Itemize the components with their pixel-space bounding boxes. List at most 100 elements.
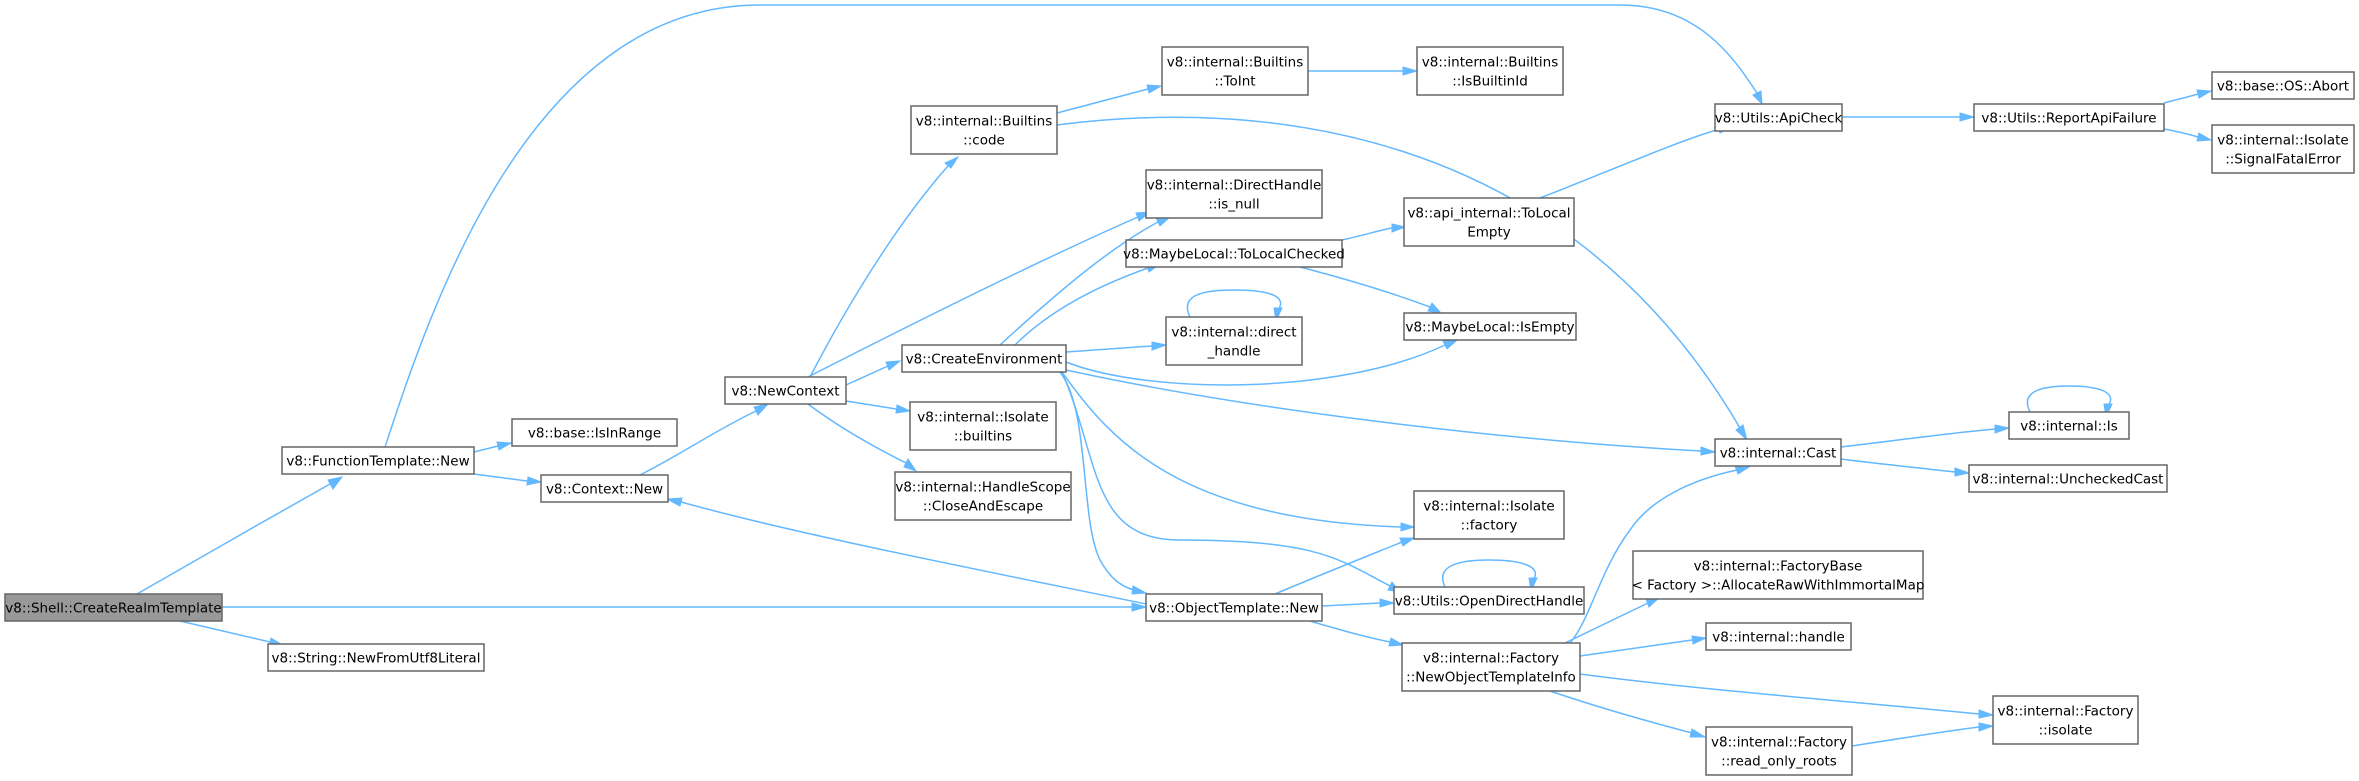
node-label-line: Empty — [1467, 225, 1511, 241]
node-label-line: v8::internal::Isolate — [2217, 133, 2348, 149]
edge-toint-to-isbuiltinid — [1308, 66, 1419, 76]
arrowhead — [1391, 223, 1407, 233]
arrowhead — [895, 404, 912, 414]
arrowhead — [753, 403, 770, 416]
arrowhead — [1131, 602, 1148, 612]
node-label-line: v8::internal::UncheckedCast — [1973, 472, 2164, 488]
node-isbuiltinid[interactable]: v8::internal::Builtins::IsBuiltinId — [1416, 46, 1564, 96]
node-label-line: ::factory — [1461, 518, 1518, 534]
edge-createenv-to-isofactory — [1061, 371, 1416, 532]
node-ctxnew[interactable]: v8::Context::New — [540, 474, 669, 503]
edge-otnew-to-ctxnew — [665, 497, 1147, 605]
node-unchecked[interactable]: v8::internal::UncheckedCast — [1968, 464, 2168, 493]
node-createenv[interactable]: v8::CreateEnvironment — [901, 344, 1067, 373]
arrowhead — [1734, 465, 1751, 475]
node-label-line: v8::internal::Builtins — [1167, 55, 1304, 71]
edge-createenv-to-otnew — [1059, 371, 1148, 595]
node-label-line: ::IsBuiltinId — [1452, 74, 1528, 90]
arrowhead — [1146, 84, 1163, 94]
edge-otnew-to-isofactory — [1274, 537, 1416, 595]
arrowhead — [1131, 585, 1148, 595]
node-isobuiltins[interactable]: v8::internal::Isolate::builtins — [909, 401, 1057, 451]
node-isofactory[interactable]: v8::internal::Isolate::factory — [1413, 490, 1565, 540]
node-directhandle[interactable]: v8::internal::direct_handle — [1165, 316, 1303, 366]
node-label-line: ::ToInt — [1214, 74, 1255, 90]
node-is[interactable]: v8::internal::Is — [2008, 411, 2130, 440]
node-label-line: _handle — [1207, 344, 1261, 360]
edge-newoti-to-facisolate — [1579, 673, 1995, 719]
node-label-line: ::read_only_roots — [1721, 754, 1837, 770]
node-abort[interactable]: v8::base::OS::Abort — [2211, 71, 2355, 100]
node-mlisempty[interactable]: v8::MaybeLocal::IsEmpty — [1403, 312, 1577, 341]
node-createrealm[interactable]: v8::Shell::CreateRealmTemplate — [4, 593, 223, 622]
node-bcode[interactable]: v8::internal::Builtins::code — [910, 105, 1058, 155]
node-label-line: ::NewObjectTemplateInfo — [1406, 670, 1576, 686]
arrowhead — [526, 476, 543, 486]
node-label-line: v8::internal::HandleScope — [895, 480, 1070, 496]
node-label-line: ::CloseAndEscape — [923, 499, 1043, 515]
edge-createenv-to-directhandle — [1065, 341, 1168, 353]
arrowhead — [665, 497, 683, 507]
node-reportapi[interactable]: v8::Utils::ReportApiFailure — [1973, 103, 2165, 132]
node-label-line: ::builtins — [954, 429, 1012, 445]
node-label-line: v8::NewContext — [731, 384, 839, 400]
node-label-line: v8::internal::Is — [2020, 419, 2118, 435]
node-handle[interactable]: v8::internal::handle — [1705, 622, 1852, 651]
node-newcontext[interactable]: v8::NewContext — [724, 376, 847, 405]
node-label-line: v8::base::OS::Abort — [2217, 79, 2349, 95]
node-isinrange[interactable]: v8::base::IsInRange — [511, 418, 678, 447]
arrowhead — [1959, 112, 1976, 122]
node-otnew[interactable]: v8::ObjectTemplate::New — [1145, 593, 1323, 622]
arrowhead — [2196, 132, 2213, 142]
node-rroots[interactable]: v8::internal::Factory::read_only_roots — [1705, 726, 1853, 776]
arrowhead — [1689, 728, 1707, 738]
arrowhead — [1994, 424, 2011, 434]
edge-ftnew-to-isinrange — [473, 441, 513, 453]
node-fballoc[interactable]: v8::internal::FactoryBase< Factory >::Al… — [1632, 550, 1925, 600]
arrowhead — [1388, 637, 1405, 647]
node-apicheck[interactable]: v8::Utils::ApiCheck — [1714, 103, 1843, 132]
arrowhead — [1379, 598, 1396, 608]
node-label-line: v8::Utils::ApiCheck — [1715, 111, 1843, 127]
node-ftnew[interactable]: v8::FunctionTemplate::New — [281, 446, 475, 475]
node-facisolate[interactable]: v8::internal::Factory::isolate — [1992, 695, 2139, 745]
arrowhead — [944, 155, 960, 169]
node-cast[interactable]: v8::internal::Cast — [1714, 438, 1842, 467]
edge-tolocalempty-to-apicheck — [1539, 124, 1734, 199]
node-label-line: v8::internal::Cast — [1720, 446, 1837, 462]
edge-newcontext-to-bcode — [809, 155, 960, 378]
edge-mltlc-to-tolocalempty — [1341, 223, 1407, 241]
edge-bcode-to-toint — [1056, 84, 1163, 114]
node-label-line: v8::internal::Builtins — [1422, 55, 1559, 71]
edge-createenv-to-mltlc — [1014, 263, 1162, 346]
node-label-line: v8::internal::handle — [1712, 630, 1845, 646]
node-mltlc[interactable]: v8::MaybeLocal::ToLocalChecked — [1123, 239, 1345, 268]
node-label-line: v8::base::IsInRange — [528, 426, 661, 442]
edge-newcontext-to-isobuiltins — [845, 400, 912, 414]
node-opendh[interactable]: v8::Utils::OpenDirectHandle — [1393, 586, 1585, 615]
arrowhead — [903, 458, 918, 472]
node-hscope[interactable]: v8::internal::HandleScope::CloseAndEscap… — [894, 471, 1072, 521]
node-strnew[interactable]: v8::String::NewFromUtf8Literal — [267, 643, 485, 672]
edge-newoti-to-handle — [1579, 635, 1708, 657]
arrowhead — [1954, 467, 1971, 477]
node-dhisnull[interactable]: v8::internal::DirectHandle::is_null — [1145, 169, 1323, 219]
arrowhead — [1978, 709, 1995, 719]
edge-createrealm-to-strnew — [179, 620, 286, 648]
edge-createenv-to-mlisempty — [1065, 340, 1458, 386]
edge-otnew-to-newoti — [1309, 620, 1405, 647]
node-toint[interactable]: v8::internal::Builtins::ToInt — [1161, 46, 1309, 96]
node-label-line: v8::MaybeLocal::IsEmpty — [1405, 320, 1574, 336]
arrowhead — [1151, 341, 1168, 351]
arrowhead — [1399, 537, 1416, 547]
edge-createenv-to-opendh — [1061, 371, 1402, 593]
edge-directhandle-to-directhandle — [1186, 289, 1283, 323]
node-newoti[interactable]: v8::internal::Factory::NewObjectTemplate… — [1401, 642, 1581, 692]
node-fatal[interactable]: v8::internal::Isolate::SignalFatalError — [2211, 124, 2355, 174]
node-label-line: v8::Context::New — [546, 482, 663, 498]
arrowhead — [885, 360, 902, 371]
node-label-line: < Factory >::AllocateRawWithImmortalMap — [1632, 578, 1925, 594]
edge-createrealm-to-otnew — [222, 602, 1148, 612]
